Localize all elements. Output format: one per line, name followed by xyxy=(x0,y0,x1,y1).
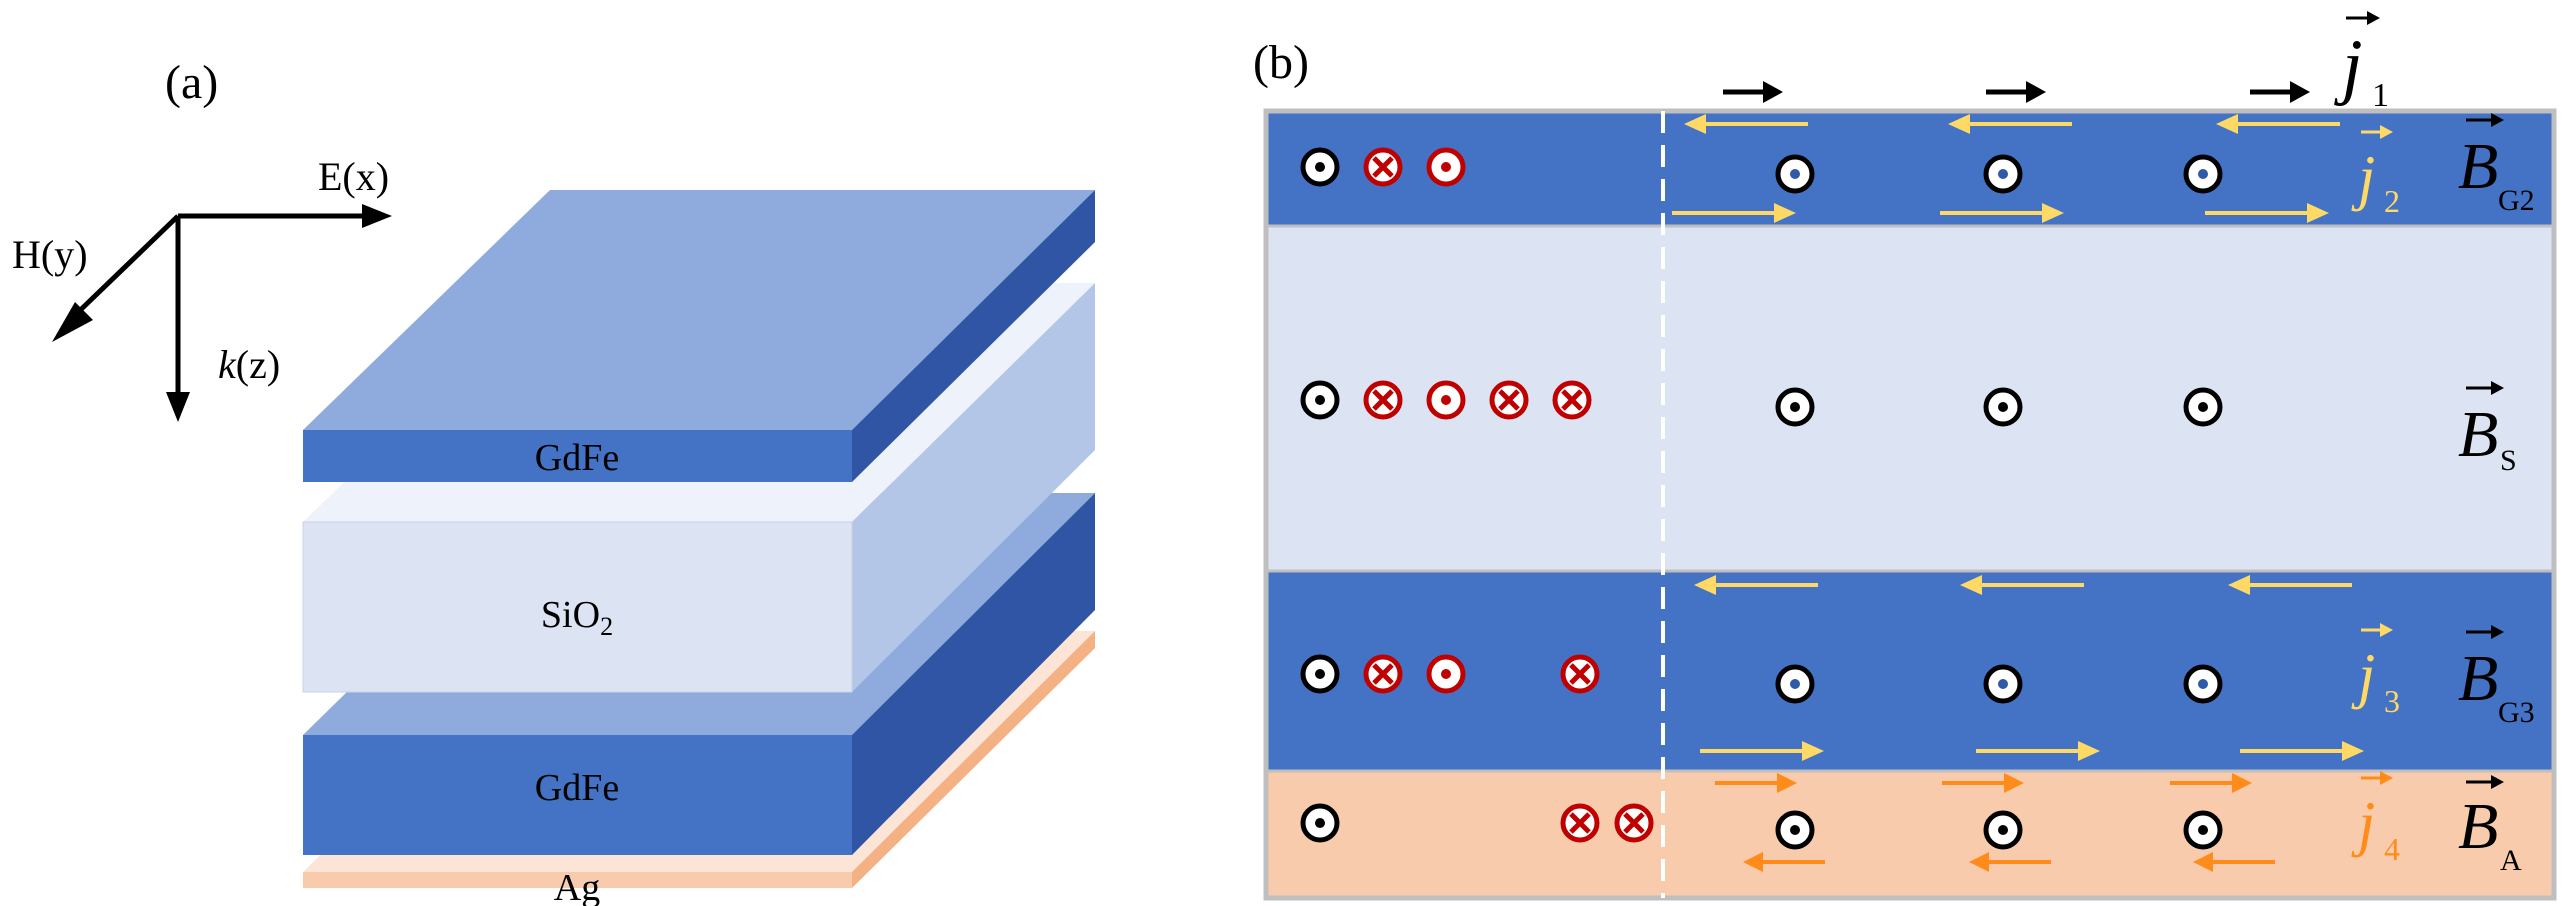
svg-text:B: B xyxy=(2458,642,2498,715)
layer-gdfe-top-label: GdFe xyxy=(535,437,619,479)
j1-arrows xyxy=(1723,81,2310,103)
band-sio2 xyxy=(1266,226,2554,571)
svg-text:G2: G2 xyxy=(2498,184,2535,217)
b-s-label: B S xyxy=(2458,381,2517,477)
b-g3-label: B G3 xyxy=(2458,625,2535,729)
panel-a-label: (a) xyxy=(165,56,218,109)
layer-gdfe-top xyxy=(303,190,1095,482)
svg-text:B: B xyxy=(2458,790,2498,863)
axes-icon xyxy=(52,204,392,422)
axis-label-h: H(y) xyxy=(12,232,88,277)
svg-text:B: B xyxy=(2458,130,2498,203)
svg-text:B: B xyxy=(2458,398,2498,471)
svg-text:3: 3 xyxy=(2384,683,2400,719)
axis-label-k: k(z) xyxy=(218,342,280,387)
layer-sio2-label: SiO2 xyxy=(541,594,613,641)
j1-label: j 1 xyxy=(2334,11,2389,114)
svg-text:A: A xyxy=(2500,844,2522,877)
band-ag xyxy=(1266,771,2554,898)
axis-label-e: E(x) xyxy=(318,154,389,199)
svg-text:4: 4 xyxy=(2384,831,2400,867)
svg-text:2: 2 xyxy=(2384,183,2400,219)
svg-text:j: j xyxy=(2334,25,2363,107)
b-a-label: B A xyxy=(2458,775,2522,877)
panel-b-frame xyxy=(1263,108,2557,901)
band-gdfe-top xyxy=(1266,111,2554,226)
layer-gdfe-bottom-label: GdFe xyxy=(535,767,619,809)
svg-text:S: S xyxy=(2500,444,2517,477)
svg-text:1: 1 xyxy=(2372,77,2389,114)
b-g2-label: B G2 xyxy=(2458,113,2535,217)
panel-b-label: (b) xyxy=(1253,36,1309,89)
layer-ag-label: Ag xyxy=(554,867,600,906)
svg-text:G3: G3 xyxy=(2498,696,2535,729)
band-gdfe-bottom xyxy=(1266,571,2554,771)
